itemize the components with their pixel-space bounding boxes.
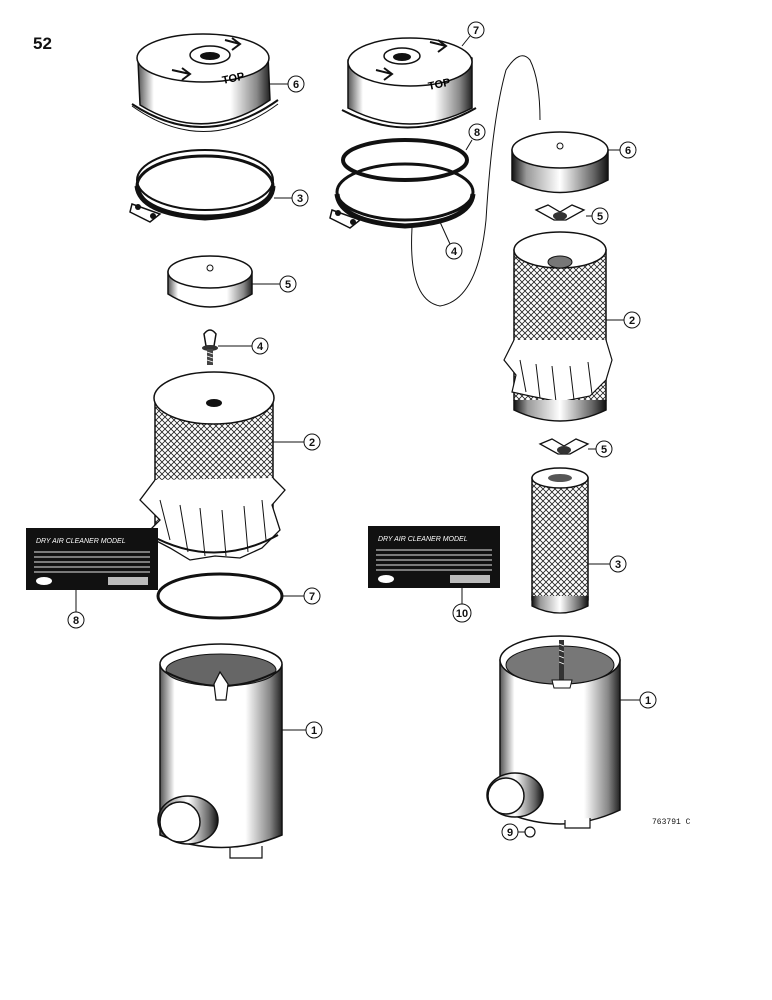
callout-left-1: 1	[311, 725, 317, 737]
callout-left-8: 8	[73, 615, 79, 627]
page-number: 52	[33, 34, 52, 53]
callout-circle	[609, 555, 627, 573]
left-decal-title: DRY AIR CLEANER MODEL	[36, 538, 126, 545]
callout-left-6: 6	[293, 79, 299, 91]
callout-circle	[452, 603, 472, 623]
callout-circle	[279, 275, 297, 293]
callout-right-10: 10	[456, 608, 468, 620]
left-clamp-ring-part-3	[129, 149, 276, 223]
callouts-right	[439, 21, 657, 841]
left-body-part-1	[157, 643, 283, 859]
right-clamp-ring-part-4	[329, 162, 476, 229]
right-wing-nut-part-5-lower	[538, 438, 590, 455]
right-inner-element-part-3	[531, 467, 589, 614]
right-filter-element-part-2	[503, 231, 613, 422]
right-valve-part-9	[524, 826, 536, 838]
right-gasket-part-8	[341, 138, 469, 182]
callout-circle	[303, 433, 321, 451]
callout-circle	[287, 75, 305, 93]
left-wing-bolt-part-4	[202, 329, 218, 365]
callout-circle	[639, 691, 657, 709]
callout-circle	[623, 311, 641, 329]
right-cover-part-7: TOP	[341, 37, 477, 129]
callout-circle	[291, 189, 309, 207]
right-cap-part-6	[511, 131, 609, 194]
callout-circle	[303, 587, 321, 605]
callout-right-5-lower: 5	[601, 444, 607, 456]
callout-right-4: 4	[451, 246, 458, 258]
callout-circle	[595, 440, 613, 458]
left-decal-part-8: DRY AIR CLEANER MODEL	[26, 528, 158, 590]
callouts-left	[67, 75, 323, 739]
callout-left-5: 5	[285, 279, 291, 291]
right-wing-nut-part-5-upper	[534, 204, 586, 221]
callout-left-7: 7	[309, 591, 315, 603]
left-cover-part-6: TOP	[131, 33, 279, 132]
callout-right-6: 6	[625, 145, 631, 157]
callout-right-5-upper: 5	[597, 211, 603, 223]
callout-right-9: 9	[507, 827, 513, 839]
callout-circle	[305, 721, 323, 739]
left-filter-element-part-2	[139, 371, 286, 561]
callout-left-3: 3	[297, 193, 303, 205]
callout-right-7: 7	[473, 25, 479, 37]
left-gasket-part-7	[156, 572, 284, 620]
left-cap-part-5	[167, 255, 253, 308]
right-decal-title: DRY AIR CLEANER MODEL	[378, 536, 468, 543]
figure-code: 763791 C	[652, 818, 691, 827]
assembly-indicator-line	[411, 55, 541, 307]
callout-circle	[445, 242, 463, 260]
callout-right-3: 3	[615, 559, 621, 571]
callout-right-1: 1	[645, 695, 651, 707]
callout-circle	[467, 21, 485, 39]
callout-circle	[501, 823, 519, 841]
callout-circle	[67, 611, 85, 629]
right-body-part-1	[486, 635, 621, 829]
callout-circle	[591, 207, 609, 225]
callout-left-2: 2	[309, 437, 315, 449]
callout-right-8: 8	[474, 127, 480, 139]
left-cover-lettering: TOP	[221, 71, 245, 87]
callout-circle	[251, 337, 269, 355]
callout-circle	[468, 123, 486, 141]
callout-circle	[619, 141, 637, 159]
right-cover-lettering: TOP	[427, 77, 451, 93]
callout-right-2: 2	[629, 315, 635, 327]
right-decal-part-10: DRY AIR CLEANER MODEL	[368, 526, 500, 588]
callout-left-4: 4	[257, 341, 264, 353]
